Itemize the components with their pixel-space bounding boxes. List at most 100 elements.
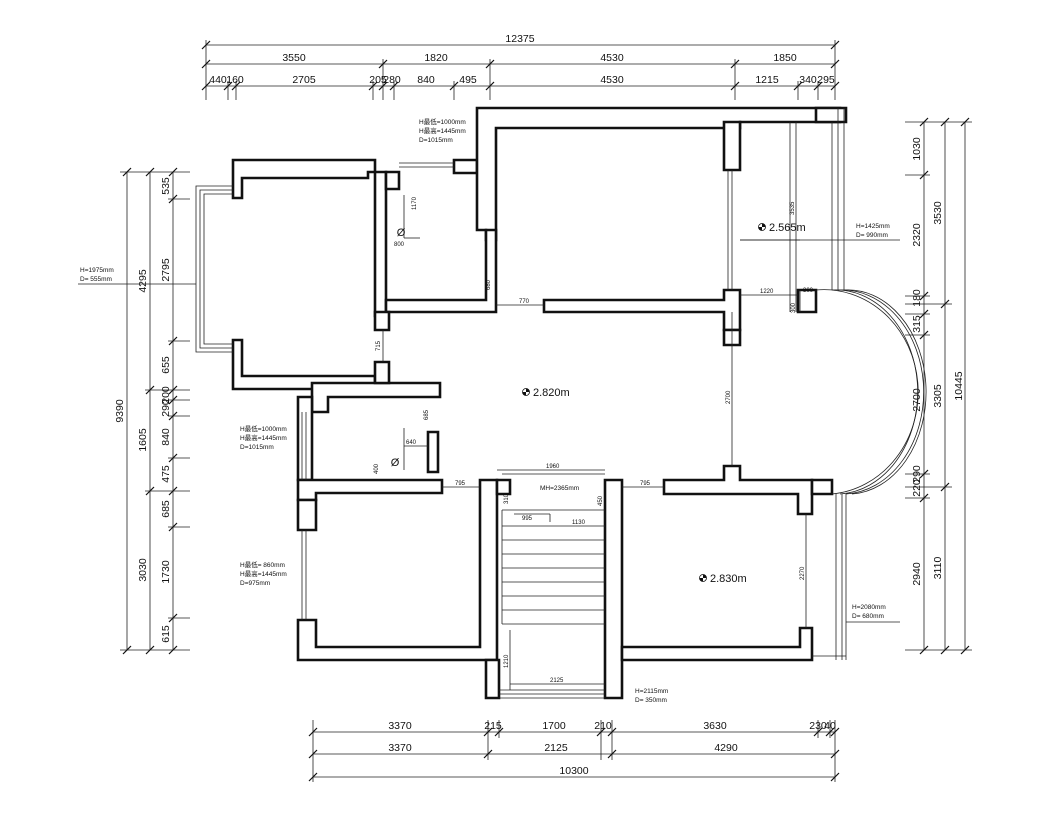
dim-left: 615: [160, 625, 172, 643]
dim-right: 3305: [932, 384, 944, 408]
dim-left: 200: [160, 386, 172, 404]
note-line: H最高=1445mm: [240, 433, 287, 442]
note-line: H最低=1000mm: [240, 424, 287, 433]
wall: [810, 478, 834, 496]
dim-left: 1605: [137, 428, 149, 452]
wall: [603, 478, 624, 700]
small-dim: 800: [394, 242, 405, 248]
small-dim: 300: [803, 288, 814, 294]
small-dim: 2270: [800, 566, 806, 580]
dim-top: 340: [799, 74, 817, 86]
dim-right: 3530: [932, 201, 944, 225]
windows: [195, 108, 927, 699]
note-line: D=975mm: [240, 580, 270, 587]
wall: [373, 310, 391, 332]
wall: [426, 430, 440, 474]
dim-left-total: 9390: [114, 399, 126, 423]
dim-left: 2795: [160, 258, 172, 282]
walls: [231, 106, 848, 700]
dim-bottom-total: 10300: [559, 765, 588, 777]
small-dim: 450: [598, 495, 604, 506]
dim-top: 1820: [424, 52, 448, 64]
stair-note: MH=2365mm: [540, 485, 579, 492]
level-marker-center: 2.820m: [522, 387, 570, 399]
dim-left: 535: [160, 177, 172, 195]
dim-bottom: 3370: [388, 742, 412, 754]
dim-right: 315: [911, 315, 923, 333]
wall: [814, 106, 848, 124]
wall: [231, 338, 377, 391]
dim-right: 1030: [911, 137, 923, 161]
dim-top: 4530: [600, 52, 624, 64]
right-dimension-labels: 3530 3305 3110 10445 1030 2320 180 315 2…: [911, 137, 965, 586]
dim-top: 4530: [600, 74, 624, 86]
small-dim: 795: [455, 481, 466, 487]
wall: [296, 478, 444, 502]
small-dim: 1220: [760, 289, 774, 295]
dim-top: 1850: [773, 52, 797, 64]
note-line: D= 350mm: [635, 697, 667, 704]
wall: [296, 395, 314, 482]
dim-left: 840: [160, 428, 172, 446]
note-line: H=2115mm: [635, 688, 668, 695]
wall: [495, 478, 512, 496]
note-line: D= 555mm: [80, 276, 112, 283]
note-line: H最低= 860mm: [240, 560, 285, 569]
small-dim: 2125: [550, 678, 564, 684]
dim-left: 3030: [137, 558, 149, 582]
wall: [722, 120, 742, 172]
small-dim: 685: [424, 409, 430, 420]
window-notes: H最低=1000mm H最高=1445mm D=1015mm H最低=1000m…: [78, 117, 900, 704]
small-dim: 640: [406, 440, 417, 446]
note-line: D=1015mm: [240, 444, 274, 451]
small-dim: 715: [376, 340, 382, 351]
small-dim: 310: [504, 493, 510, 504]
small-dim: 770: [519, 299, 530, 305]
small-dim: 300: [791, 302, 797, 313]
left-dimension-labels: 9390 4295 1605 3030 535 2795 655 200 290…: [114, 177, 172, 643]
note-line: D=1015mm: [419, 137, 453, 144]
dim-right: 3110: [932, 557, 944, 580]
note-line: H最高=1445mm: [419, 126, 466, 135]
level-value: 2.565m: [769, 222, 806, 234]
level-value: 2.820m: [533, 387, 570, 399]
small-dim: 1170: [412, 196, 418, 210]
dim-left: 655: [160, 356, 172, 374]
wall: [373, 170, 388, 318]
dim-bottom: 3370: [388, 720, 412, 732]
bottom-dimension-lines: [308, 720, 840, 782]
dim-left: 290: [160, 399, 172, 417]
dim-top: 3550: [282, 52, 306, 64]
internal-measure-lines: [382, 195, 807, 690]
top-dimension-labels: 12375 3550 1820 4530 1850 440 160 2705 2…: [209, 33, 835, 86]
dim-top-total: 12375: [505, 33, 534, 45]
wall: [796, 288, 818, 314]
diameter-icon: Ø: [397, 227, 406, 239]
dim-right: 2320: [911, 223, 923, 247]
dim-bottom: 230: [809, 720, 827, 732]
dim-right: 2940: [911, 562, 923, 586]
dim-top: 495: [459, 74, 477, 86]
note-line: D= 990mm: [856, 232, 888, 239]
note-line: H=1425mm: [856, 223, 890, 230]
small-dim: 1210: [504, 654, 510, 668]
dim-left: 475: [160, 465, 172, 483]
wall: [542, 288, 742, 332]
small-dim: 1130: [572, 520, 586, 526]
stairs: [501, 473, 605, 625]
bottom-dimension-labels: 3370 215 1700 210 3630 230 40 3370 2125 …: [388, 720, 836, 777]
dim-top: 840: [417, 74, 435, 86]
dim-bottom: 40: [824, 720, 836, 732]
dim-top: 2705: [292, 74, 316, 86]
note-line: H最低=1000mm: [419, 117, 466, 126]
level-markers: 2.565m 2.820m 2.830m: [522, 222, 806, 585]
small-dim: 3535: [790, 201, 796, 215]
top-dimension-lines: [201, 40, 840, 100]
small-dimension-labels: 1170 800 680 770 715 1220 300 300 3535 2…: [374, 196, 814, 684]
dim-right: 180: [911, 289, 923, 307]
dim-left: 685: [160, 500, 172, 518]
wall: [620, 626, 814, 662]
note-line: H=2080mm: [852, 604, 886, 611]
small-dim: 2700: [726, 390, 732, 404]
